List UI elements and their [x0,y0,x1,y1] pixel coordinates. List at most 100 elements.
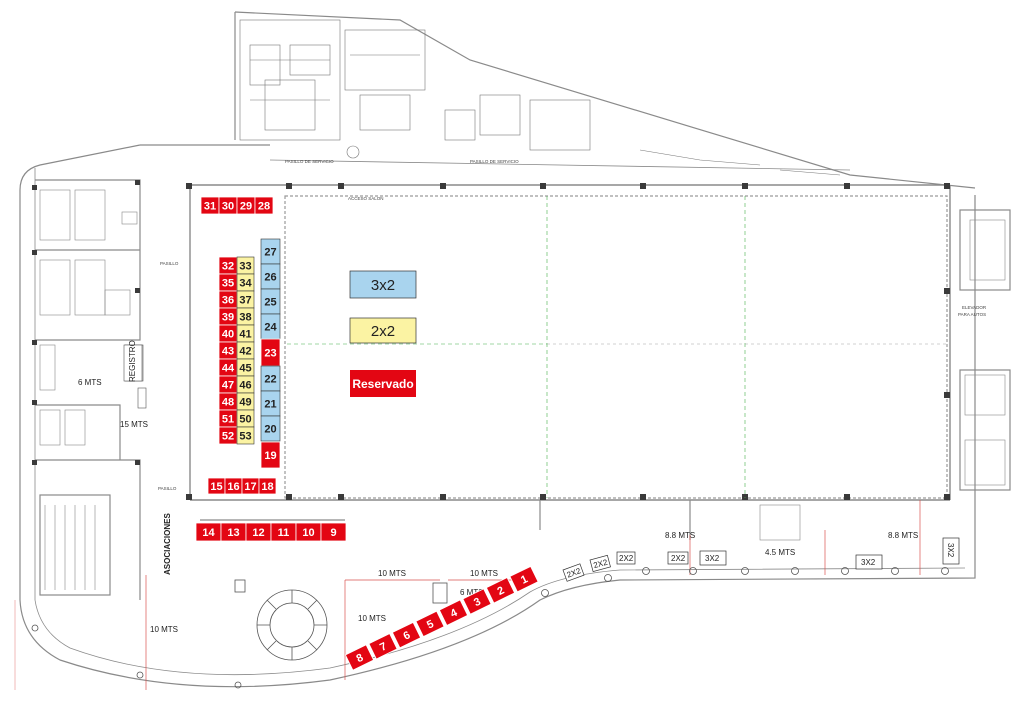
booth-14[interactable]: 14 [195,522,222,542]
pasillo-left-label: PASILLO [160,261,179,266]
booth-17[interactable]: 17 [241,477,260,495]
booth-47[interactable]: 47 [218,375,238,394]
booth-50-label: 50 [239,414,251,426]
booth-20[interactable]: 20 [260,415,281,442]
structural-columns [32,180,950,500]
booth-26[interactable]: 26 [260,263,281,290]
small-booth-1[interactable]: 2X2 [562,563,585,582]
booth-27[interactable]: 27 [260,238,281,265]
booth-48[interactable]: 48 [218,392,238,411]
booth-28[interactable]: 28 [254,196,274,215]
booth-30[interactable]: 30 [218,196,238,215]
booth-29[interactable]: 29 [236,196,256,215]
booth-9-box [320,522,347,542]
booth-53-label: 53 [239,431,251,443]
booth-53[interactable]: 53 [236,426,255,445]
legend-2x2: 2x2 [349,317,417,344]
booth-34[interactable]: 34 [236,273,255,292]
booth-20-box [260,415,281,442]
small-booth-3[interactable]: 2X2 [616,551,636,565]
booth-31-label: 31 [204,201,216,213]
booth-38[interactable]: 38 [236,307,255,326]
booth-8[interactable]: 8 [344,644,375,671]
booth-10-label: 10 [302,527,314,539]
acceso-salon-label: ACCESO SALON [348,196,384,201]
dimension-labels: 6 MTS 15 MTS 10 MTS 10 MTS 10 MTS 6 MTS … [78,378,918,634]
booth-35[interactable]: 35 [218,273,238,292]
booth-52[interactable]: 52 [218,426,238,445]
booth-51[interactable]: 51 [218,409,238,428]
booth-25[interactable]: 25 [260,288,281,315]
booth-18-label: 18 [261,481,273,493]
booth-46-label: 46 [239,380,251,392]
booth-11-label: 11 [278,527,290,539]
booth-19[interactable]: 19 [260,441,281,469]
service-area-detail [239,19,841,176]
small-booth-5[interactable]: 3X2 [699,550,727,566]
booth-28-label: 28 [258,201,270,213]
booth-38-label: 38 [239,312,251,324]
dim-6-mts: 6 MTS [78,378,102,387]
small-booth-7[interactable]: 3X2 [942,537,960,565]
booth-25-label: 25 [264,297,276,309]
booth-18[interactable]: 18 [258,477,277,495]
booth-33[interactable]: 33 [236,256,255,275]
legend-reservado-label: Reservado [352,377,413,391]
pasillo-servicio-left: PASILLO DE SERVICIO [285,159,334,164]
booth-36[interactable]: 36 [218,290,238,309]
booth-15[interactable]: 15 [207,477,226,495]
booth-3-label: 3 [472,596,483,609]
legend-3x2-label: 3x2 [371,277,395,294]
booth-2[interactable]: 2 [485,577,516,604]
small-booth-6[interactable]: 3X2 [855,554,883,570]
booth-21-label: 21 [264,399,276,411]
booth-27-label: 27 [264,247,276,259]
dim-8-8-mts-b: 8.8 MTS [888,531,918,540]
legend-2x2-label: 2x2 [371,323,395,340]
booth-40[interactable]: 40 [218,324,238,343]
booth-41[interactable]: 41 [236,324,255,343]
booth-3-box [462,588,492,615]
booth-32[interactable]: 32 [218,256,238,275]
booth-13-label: 13 [227,527,239,539]
booth-49[interactable]: 49 [236,392,255,411]
small-booth-2[interactable]: 2X2 [589,554,611,573]
booth-41-label: 41 [239,329,251,341]
booth-11[interactable]: 11 [270,522,297,542]
dim-15-mts: 15 MTS [120,420,148,429]
booth-39-label: 39 [222,312,234,324]
booth-22[interactable]: 22 [260,365,281,392]
booth-15-label: 15 [210,481,222,493]
booth-1-box [509,565,539,593]
booth-50[interactable]: 50 [236,409,255,428]
legend-reservado: Reservado [350,370,416,397]
booth-3[interactable]: 3 [462,588,492,615]
booth-40-label: 40 [222,329,234,341]
spiral-stair [234,579,448,661]
booth-10[interactable]: 10 [295,522,322,542]
booth-31[interactable]: 31 [200,196,220,215]
booth-46[interactable]: 46 [236,375,255,394]
booth-39[interactable]: 39 [218,307,238,326]
small-booth-2-label: 2X2 [592,558,609,571]
booth-44[interactable]: 44 [218,358,238,377]
booth-23[interactable]: 23 [260,338,281,367]
booth-6[interactable]: 6 [391,621,422,649]
booth-45[interactable]: 45 [236,358,255,377]
booth-24[interactable]: 24 [260,313,281,340]
booth-51-label: 51 [222,414,234,426]
booth-37[interactable]: 37 [236,290,255,309]
booth-9[interactable]: 9 [320,522,347,542]
booth-16[interactable]: 16 [224,477,243,495]
booth-42[interactable]: 42 [236,341,255,360]
booth-43[interactable]: 43 [218,341,238,360]
booth-7[interactable]: 7 [368,633,398,660]
booth-13[interactable]: 13 [220,522,247,542]
booth-12[interactable]: 12 [245,522,272,542]
booth-21[interactable]: 21 [260,390,281,417]
booth-4[interactable]: 4 [438,599,469,626]
booth-5[interactable]: 5 [415,610,445,638]
small-booth-4[interactable]: 2X2 [667,551,689,565]
booth-8-box [344,644,375,671]
booth-1[interactable]: 1 [509,565,539,593]
